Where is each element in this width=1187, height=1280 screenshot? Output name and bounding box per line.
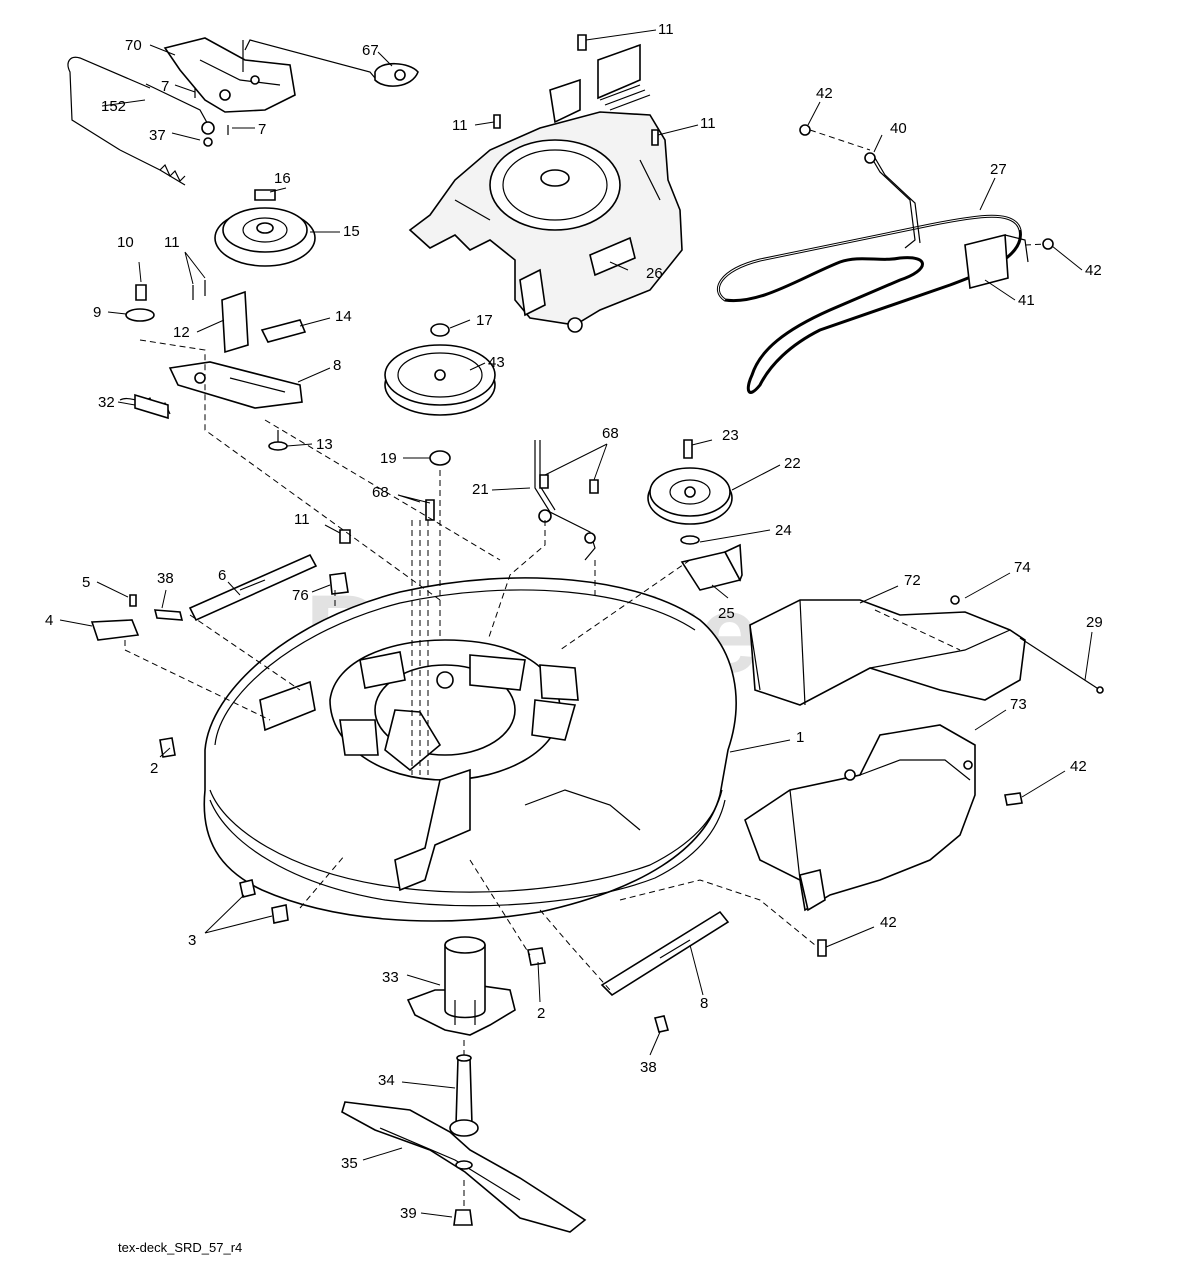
callout-1: 1 xyxy=(796,729,804,746)
mulch-guard-73 xyxy=(744,724,976,912)
belt-guide-rod xyxy=(799,124,1054,290)
callout-8: 8 xyxy=(700,995,708,1012)
callout-26: 26 xyxy=(646,265,663,282)
spindle-assembly-33 xyxy=(406,936,516,1036)
callout-34: 34 xyxy=(378,1072,395,1089)
callout-11: 11 xyxy=(658,21,674,38)
callout-76: 76 xyxy=(292,587,309,604)
callout-7: 7 xyxy=(161,78,169,95)
assembly-lines xyxy=(124,129,1046,1210)
callout-42: 42 xyxy=(1085,262,1102,279)
callout-33: 33 xyxy=(382,969,399,986)
callout-39: 39 xyxy=(400,1205,417,1222)
callout-8: 8 xyxy=(333,357,341,374)
callout-72: 72 xyxy=(904,572,921,589)
idler-pulley-22 xyxy=(647,467,743,591)
belt-cover xyxy=(408,43,683,333)
callout-4: 4 xyxy=(45,612,53,629)
callout-42: 42 xyxy=(816,85,833,102)
callout-13: 13 xyxy=(316,436,333,453)
callout-11: 11 xyxy=(452,117,468,134)
callout-16: 16 xyxy=(274,170,291,187)
callout-3: 3 xyxy=(188,932,196,949)
callout-14: 14 xyxy=(335,308,352,325)
callout-38: 38 xyxy=(157,570,174,587)
callout-17: 17 xyxy=(476,312,493,329)
callout-5: 5 xyxy=(82,574,90,591)
callout-10: 10 xyxy=(117,234,134,251)
callout-38: 38 xyxy=(640,1059,657,1076)
callout-22: 22 xyxy=(784,455,801,472)
callout-6: 6 xyxy=(218,567,226,584)
callout-24: 24 xyxy=(775,522,792,539)
callout-74: 74 xyxy=(1014,559,1031,576)
callout-41: 41 xyxy=(1018,292,1035,309)
callout-32: 32 xyxy=(98,394,115,411)
callout-152: 152 xyxy=(101,98,126,115)
callout-7: 7 xyxy=(258,121,266,138)
discharge-chute-72 xyxy=(749,595,1104,706)
callout-19: 19 xyxy=(380,450,397,467)
callout-42: 42 xyxy=(880,914,897,931)
callout-37: 37 xyxy=(149,127,166,144)
mower-blade-35 xyxy=(341,1101,587,1233)
callout-23: 23 xyxy=(722,427,739,444)
callout-2: 2 xyxy=(537,1005,545,1022)
linkage-assembly xyxy=(67,37,419,186)
callout-21: 21 xyxy=(472,481,489,498)
drive-belt xyxy=(716,214,1022,394)
diagram-caption: tex-deck_SRD_57_r4 xyxy=(118,1240,242,1255)
callout-68: 68 xyxy=(602,425,619,442)
spindle-pulley-43 xyxy=(384,323,496,466)
spindle-shaft-34 xyxy=(449,1054,479,1137)
callout-12: 12 xyxy=(173,324,190,341)
callout-labels: 70 67 7 7 152 37 11 11 11 42 40 27 42 41… xyxy=(45,21,1103,1222)
idler-arm-bracket xyxy=(119,280,307,451)
callout-42: 42 xyxy=(1070,758,1087,775)
mower-deck-1 xyxy=(203,577,737,922)
callout-27: 27 xyxy=(990,161,1007,178)
idler-rod-21 xyxy=(534,440,596,561)
callout-25: 25 xyxy=(718,605,735,622)
callout-68: 68 xyxy=(372,484,389,501)
callout-15: 15 xyxy=(343,223,360,240)
idler-pulley-15 xyxy=(214,189,316,267)
leader-lines xyxy=(59,29,1093,1218)
callout-29: 29 xyxy=(1086,614,1103,631)
callout-67: 67 xyxy=(362,42,379,59)
callout-11: 11 xyxy=(294,511,310,528)
callout-70: 70 xyxy=(125,37,142,54)
callout-2: 2 xyxy=(150,760,158,777)
callout-35: 35 xyxy=(341,1155,358,1172)
callout-40: 40 xyxy=(890,120,907,137)
callout-73: 73 xyxy=(1010,696,1027,713)
callout-43: 43 xyxy=(488,354,505,371)
callout-11: 11 xyxy=(164,234,180,251)
callout-9: 9 xyxy=(93,304,101,321)
callout-11: 11 xyxy=(700,115,716,132)
